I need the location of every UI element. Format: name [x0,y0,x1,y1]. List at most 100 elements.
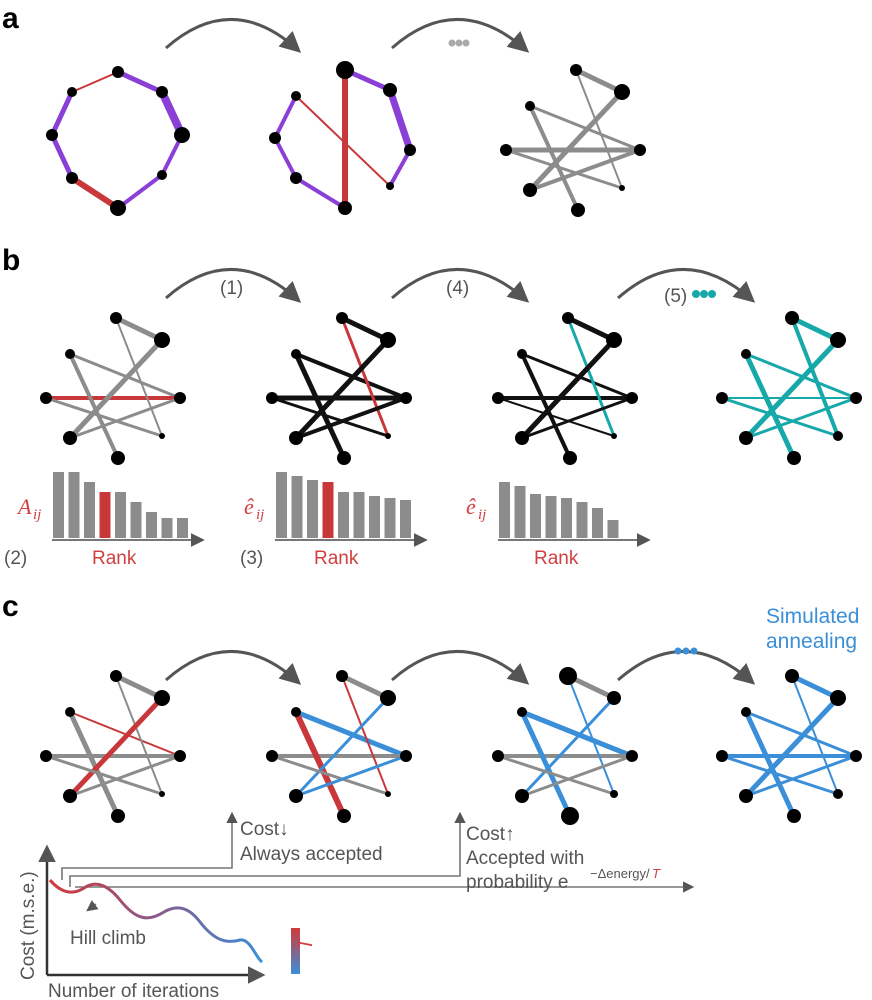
graph-node [562,312,574,324]
graph-edge [270,754,390,796]
graph-node [610,790,618,798]
graph-edge [791,675,839,795]
graph-node [830,332,846,348]
graph-edge [565,315,617,343]
graph-node [515,431,529,445]
graph-node [400,392,412,404]
graph-node [291,349,301,359]
graph-node [159,791,165,797]
rank-chart-2-bar [291,476,303,538]
graph-edge [519,337,617,441]
graph-edge [567,675,615,795]
graph-edge [504,148,624,190]
graph-edge [790,316,840,438]
cost-axis-label: Cost (m.s.e.) [18,871,39,980]
graph-edge [743,709,797,819]
graph-edge [720,754,840,796]
graph-node [266,750,278,762]
cost-up-exponent: −Δenergy/ [590,866,650,881]
graph-node [336,61,354,79]
graph-edge [113,673,165,701]
rank-chart-1-bar [53,472,64,538]
graph-node [159,433,165,439]
cost-up-temp: T [652,866,661,881]
ellipsis-teal-icon [692,290,716,298]
graph-edge [744,754,858,798]
graph-c2 [266,670,412,823]
graph-edge [67,695,165,799]
connector-lines [61,811,695,912]
graph-edge [339,315,391,343]
graph-edge [520,396,634,440]
cost-up-line1: Accepted with [466,848,584,869]
arrow-c2 [391,650,530,685]
graph-edge [341,675,389,795]
graph-edge [520,754,634,798]
graph-node [154,332,170,348]
graph-edge [743,351,797,461]
graph-node [787,451,801,465]
graph-node [46,129,58,141]
graph-node [787,809,801,823]
graph-node [607,691,621,705]
graph-edge [49,132,75,181]
rank-chart-3-bar [607,520,619,538]
graph-node [65,349,75,359]
graph-edge [520,352,572,460]
panel-label-c: c [2,590,19,623]
graph-node [833,789,843,799]
cost-curve [48,879,264,964]
rank-chart-1-bar [130,502,142,538]
rank-chart-2-bar [338,492,349,538]
graph-edge [293,337,391,441]
graph-edge [743,337,841,441]
step-arrows [165,18,756,685]
graph-edge [294,696,390,798]
graph-node [67,87,77,97]
graph-node [174,750,186,762]
step-label-1: (1) [220,278,243,299]
graph-edge [743,695,841,799]
graph-node [40,750,52,762]
bar3-subscript: ij [478,507,486,523]
graph-node [337,451,351,465]
graph-node [174,392,186,404]
graph-node [785,669,799,683]
rank-chart-1-bar [68,472,80,538]
graph-node [290,172,302,184]
arrow-a2 [391,18,530,53]
graph-edge [68,396,182,440]
graph-node [65,707,75,717]
graph-node [111,451,125,465]
graph-node [634,144,646,156]
rank-chart-1-bar [177,518,188,538]
graph-edge [49,89,75,138]
graph-node [741,349,751,359]
graph-edge [388,148,412,188]
graph-node [156,86,168,98]
graph-edge [293,351,347,461]
graph-node [830,690,846,706]
rank-bar-charts [53,472,619,538]
graph-edge [575,69,623,189]
graph-a2 [269,61,416,215]
graph-node [336,670,348,682]
bar3-axis-label: Rank [534,548,579,569]
graph-node [154,690,170,706]
rank-chart-2-bar [307,480,318,538]
rank-chart-1-bar [84,482,95,538]
arrow-c3 [617,650,756,685]
rank-chart-3-bar [514,486,526,538]
hill-climb-label: Hill climb [70,928,146,949]
graph-node [561,807,579,825]
graph-edge [528,148,642,192]
rank-chart-2-bar [384,498,396,538]
graph-edge [270,396,390,438]
graph-node [611,433,617,439]
cost-down-text: Always accepted [240,844,383,865]
graph-node [570,64,582,76]
graph-node [500,144,512,156]
graph-edge [339,673,391,701]
rank-chart-1-bar [161,518,173,538]
